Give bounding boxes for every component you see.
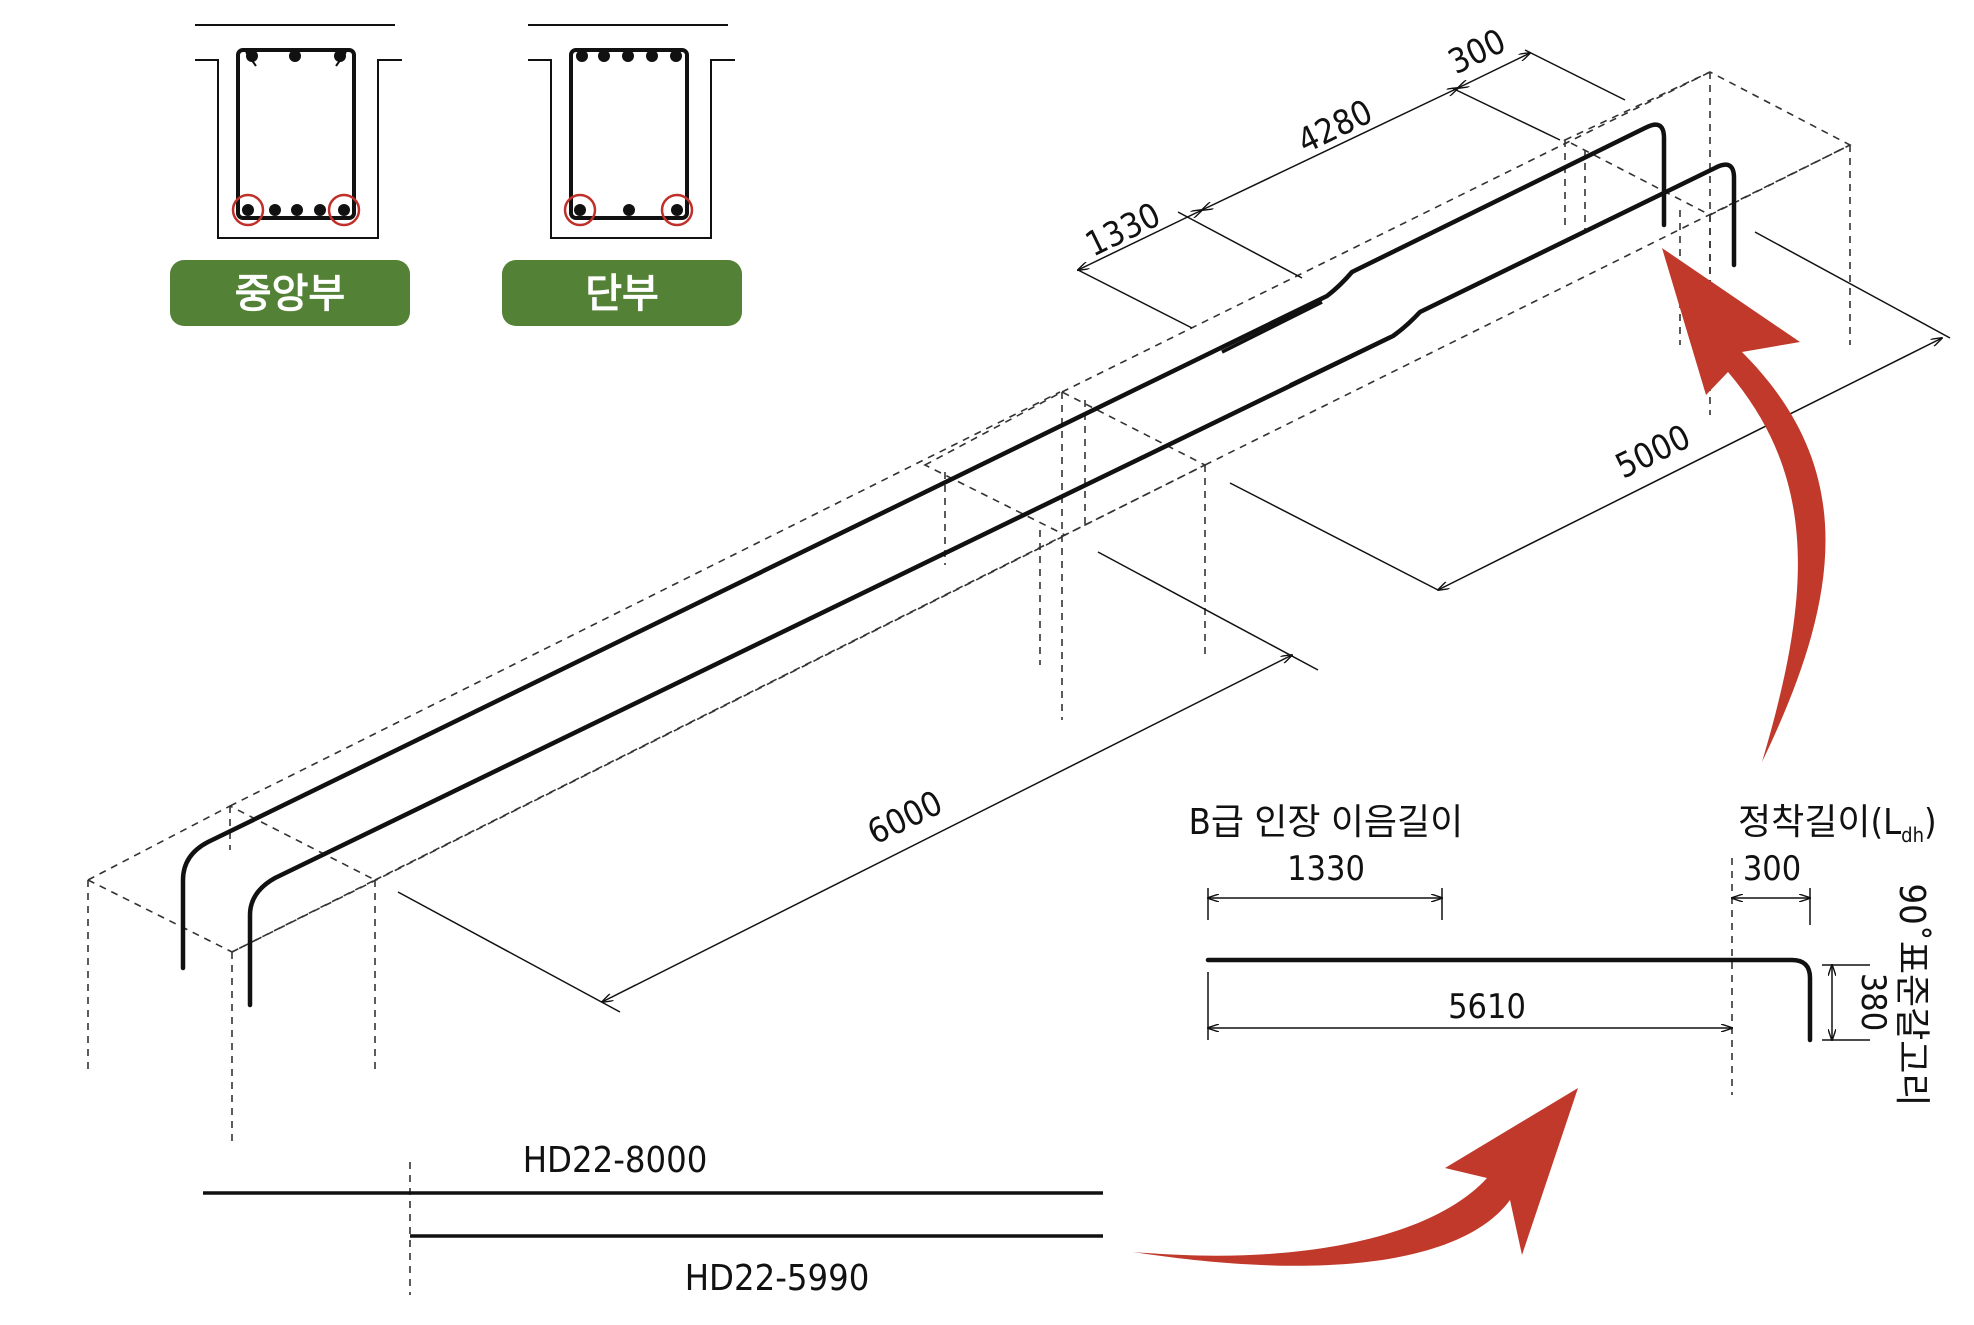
- bar-bottom-label: HD22-5990: [685, 1258, 870, 1299]
- beam-outline-dashed: [86, 71, 1852, 1145]
- bar-lengths: HD22-8000 HD22-5990: [203, 1140, 1103, 1299]
- rebar-dots-top: [245, 50, 347, 67]
- rebar-dots-top: [576, 50, 682, 62]
- highlight-circle-right: [660, 193, 694, 227]
- dim-1330-iso: 1330: [1078, 195, 1303, 329]
- svg-text:5000: 5000: [1609, 417, 1696, 487]
- dim-4280-iso: 4280: [1202, 88, 1561, 210]
- svg-text:6000: 6000: [861, 783, 948, 853]
- section-label-end: 단부: [585, 271, 659, 317]
- arrow-to-detail: [1133, 1088, 1578, 1266]
- arrow-to-anchorage: [1662, 248, 1826, 762]
- highlight-circle-right: [327, 193, 361, 227]
- rebar-dots-bottom: [574, 204, 683, 216]
- hook-length-value: 380: [1853, 973, 1893, 1031]
- section-label-center: 중앙부: [235, 271, 345, 317]
- highlight-circle-left: [231, 193, 265, 227]
- section-center: 중앙부: [170, 24, 410, 326]
- detail-rebar: [1205, 957, 1813, 1043]
- total-length-value: 5610: [1448, 987, 1526, 1027]
- anchorage-length-value: 300: [1743, 849, 1801, 889]
- section-end: 단부: [502, 24, 742, 326]
- iso-rebar-upper: [180, 122, 1667, 971]
- svg-text:1330: 1330: [1079, 195, 1166, 265]
- splice-length-title: B급 인장 이음길이: [1189, 802, 1464, 843]
- svg-text:4280: 4280: [1291, 92, 1378, 162]
- dim-300-iso: 300: [1442, 21, 1626, 101]
- highlight-circle-left: [563, 193, 597, 227]
- dim-6000-iso: 6000: [397, 551, 1319, 1013]
- section-badge-end: [502, 260, 742, 326]
- bar-top-label: HD22-8000: [523, 1140, 708, 1181]
- splice-length-value: 1330: [1287, 849, 1365, 889]
- detail-drawing: B급 인장 이음길이 1330 정착길이(Ldh) 300 5610 380 9…: [1189, 802, 1937, 1107]
- iso-rebar-lower: [247, 162, 1737, 1008]
- section-badge-center: [170, 260, 410, 326]
- svg-text:300: 300: [1442, 21, 1512, 83]
- hook-label: 90˚표준갈고리: [1891, 884, 1932, 1107]
- rebar-dots-bottom: [242, 204, 350, 216]
- anchorage-length-title: 정착길이(Ldh): [1738, 802, 1937, 847]
